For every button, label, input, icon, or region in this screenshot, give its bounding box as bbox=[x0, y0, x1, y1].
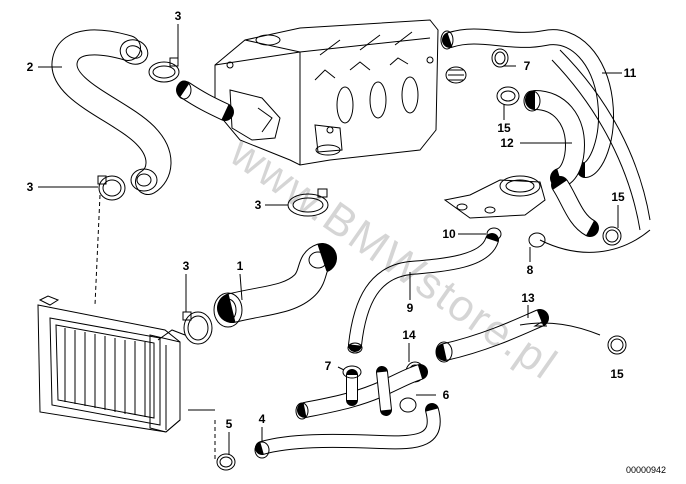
callout-15-bottom: 15 bbox=[610, 367, 624, 381]
clamp-3-middle bbox=[287, 188, 329, 217]
clamp-15-top bbox=[496, 86, 520, 106]
clamp-7-bottom bbox=[342, 365, 362, 379]
callout-6: 6 bbox=[443, 388, 450, 402]
radiator bbox=[37, 295, 186, 433]
thermostat-housing bbox=[443, 175, 546, 219]
watermark: www.BMWstore.pl bbox=[221, 127, 567, 390]
clamp-15-right bbox=[602, 226, 622, 246]
engine-cylinder-head bbox=[214, 19, 439, 166]
callout-15-right: 15 bbox=[611, 190, 625, 204]
callout-8: 8 bbox=[527, 263, 534, 277]
coolant-pipe-assembly bbox=[295, 364, 428, 420]
hose-11 bbox=[440, 28, 651, 253]
clamp-3-lower bbox=[182, 311, 213, 345]
callout-2: 2 bbox=[27, 60, 34, 74]
callout-3-lower: 3 bbox=[183, 259, 190, 273]
callout-5: 5 bbox=[226, 417, 233, 431]
callout-1: 1 bbox=[237, 259, 244, 273]
clamp-6 bbox=[399, 397, 417, 413]
callout-3-top: 3 bbox=[175, 9, 182, 23]
leader-lines bbox=[38, 24, 622, 455]
head-outlet-pipe bbox=[176, 80, 234, 121]
hose-1 bbox=[213, 243, 337, 328]
clamp-3-top bbox=[148, 57, 180, 83]
clamp-3-left bbox=[97, 175, 126, 201]
callout-7-bottom: 7 bbox=[325, 359, 332, 373]
hose-13 bbox=[435, 309, 601, 363]
callout-7-top: 7 bbox=[524, 59, 531, 73]
hose-4 bbox=[254, 403, 441, 459]
clamp-8 bbox=[528, 232, 546, 248]
callout-9: 9 bbox=[407, 301, 414, 315]
spring-fitting bbox=[445, 66, 467, 84]
callout-3-left: 3 bbox=[27, 180, 34, 194]
callout-12: 12 bbox=[500, 136, 514, 150]
diagram-number: 00000942 bbox=[626, 465, 666, 475]
callout-4: 4 bbox=[259, 412, 266, 426]
callout-13: 13 bbox=[521, 291, 535, 305]
callout-3-middle: 3 bbox=[255, 198, 262, 212]
clamp-5 bbox=[216, 453, 236, 471]
connection-lines bbox=[94, 194, 216, 460]
callout-15-top: 15 bbox=[497, 121, 511, 135]
hose-9 bbox=[347, 233, 499, 354]
clamp-7-top bbox=[491, 48, 509, 68]
callout-10: 10 bbox=[442, 227, 456, 241]
hose-2 bbox=[51, 29, 172, 195]
clamp-15-bottom bbox=[607, 335, 627, 355]
callout-11: 11 bbox=[624, 66, 637, 80]
hose-12 bbox=[523, 90, 599, 237]
callout-14: 14 bbox=[402, 328, 416, 342]
